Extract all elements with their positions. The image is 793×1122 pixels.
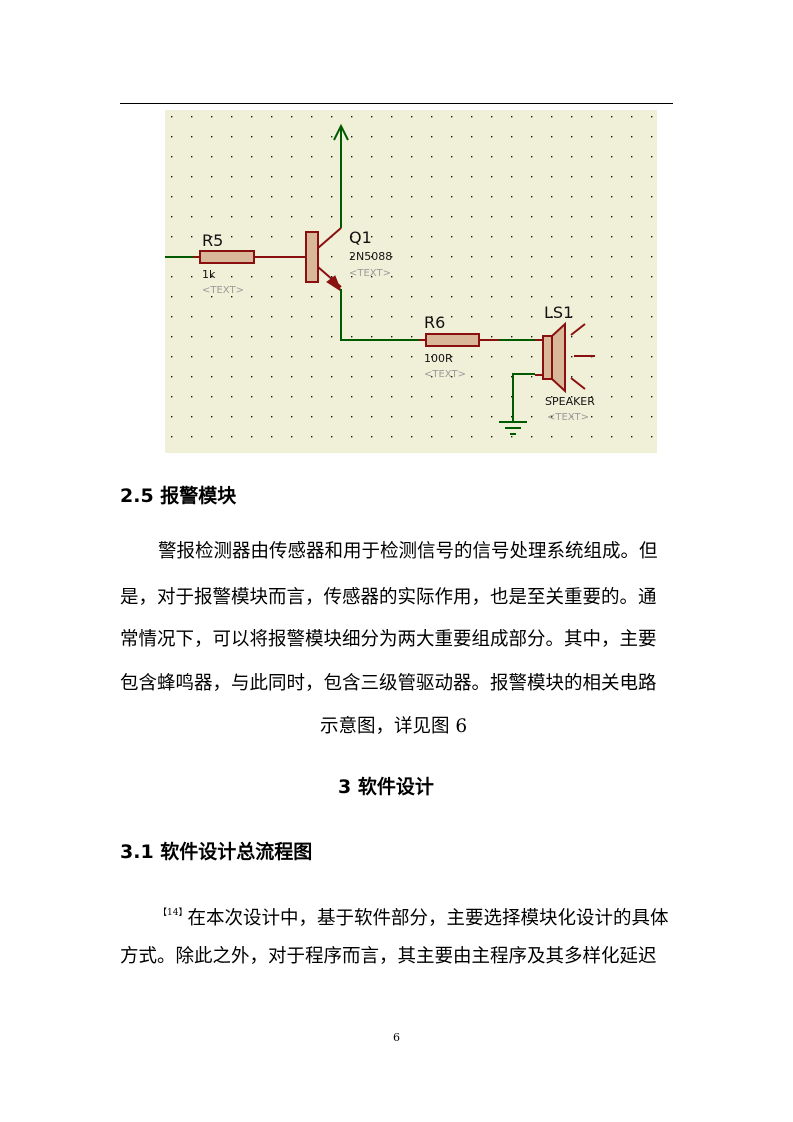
section-3-1-line-1: 【14】在本次设计中，基于软件部分，主要选择模块化设计的具体 [158, 900, 668, 932]
section-3-1-heading: 3.1 软件设计总流程图 [120, 841, 313, 863]
section-3-1-line-1-text: 在本次设计中，基于软件部分，主要选择模块化设计的具体 [187, 908, 669, 929]
speaker-ls1 [535, 321, 595, 394]
transistor-q1 [305, 227, 343, 293]
ground-symbol [499, 373, 535, 435]
q1-part-label: 2N5088 [349, 250, 392, 263]
q1-ref-label: Q1 [349, 228, 372, 247]
section-2-5-line-3: 常情况下，可以将报警模块细分为两大重要组成部分。其中，主要 [120, 629, 657, 650]
r6-value-label: 100R [424, 352, 453, 365]
r6-text-placeholder: <TEXT> [424, 369, 466, 380]
circuit-figure: R5 1k <TEXT> Q1 2N5088 <TEXT> R6 100R <T… [165, 110, 657, 453]
ls1-text-placeholder: <TEXT> [547, 412, 589, 423]
section-2-5-line-5: 示意图，详见图 6 [320, 716, 468, 737]
r5-text-placeholder: <TEXT> [202, 285, 244, 296]
resistor-r5 [199, 250, 255, 264]
q1-text-placeholder: <TEXT> [349, 268, 391, 279]
r5-ref-label: R5 [202, 231, 223, 250]
header-rule [120, 103, 673, 104]
section-2-5-line-1: 警报检测器由传感器和用于检测信号的信号处理系统组成。但 [158, 541, 658, 562]
ls1-part-label: SPEAKER [545, 395, 595, 408]
r6-ref-label: R6 [424, 313, 445, 332]
section-3-1-line-2: 方式。除此之外，对于程序而言，其主要由主程序及其多样化延迟 [120, 946, 657, 967]
ls1-ref-label: LS1 [544, 303, 573, 322]
r5-value-label: 1k [202, 268, 216, 281]
circuit-schematic: R5 1k <TEXT> Q1 2N5088 <TEXT> R6 100R <T… [165, 110, 657, 453]
citation-marker: 【14】 [158, 908, 188, 918]
schematic-grid [165, 110, 657, 453]
section-2-5-heading: 2.5 报警模块 [120, 485, 237, 507]
chapter-3-heading: 3 软件设计 [338, 776, 434, 798]
power-terminal [333, 123, 349, 228]
resistor-r6 [425, 333, 480, 347]
page-number: 6 [393, 1031, 400, 1044]
section-2-5-line-4: 包含蜂鸣器，与此同时，包含三级管驱动器。报警模块的相关电路 [120, 673, 657, 694]
section-2-5-line-2: 是，对于报警模块而言，传感器的实际作用，也是至关重要的。通 [120, 587, 657, 608]
